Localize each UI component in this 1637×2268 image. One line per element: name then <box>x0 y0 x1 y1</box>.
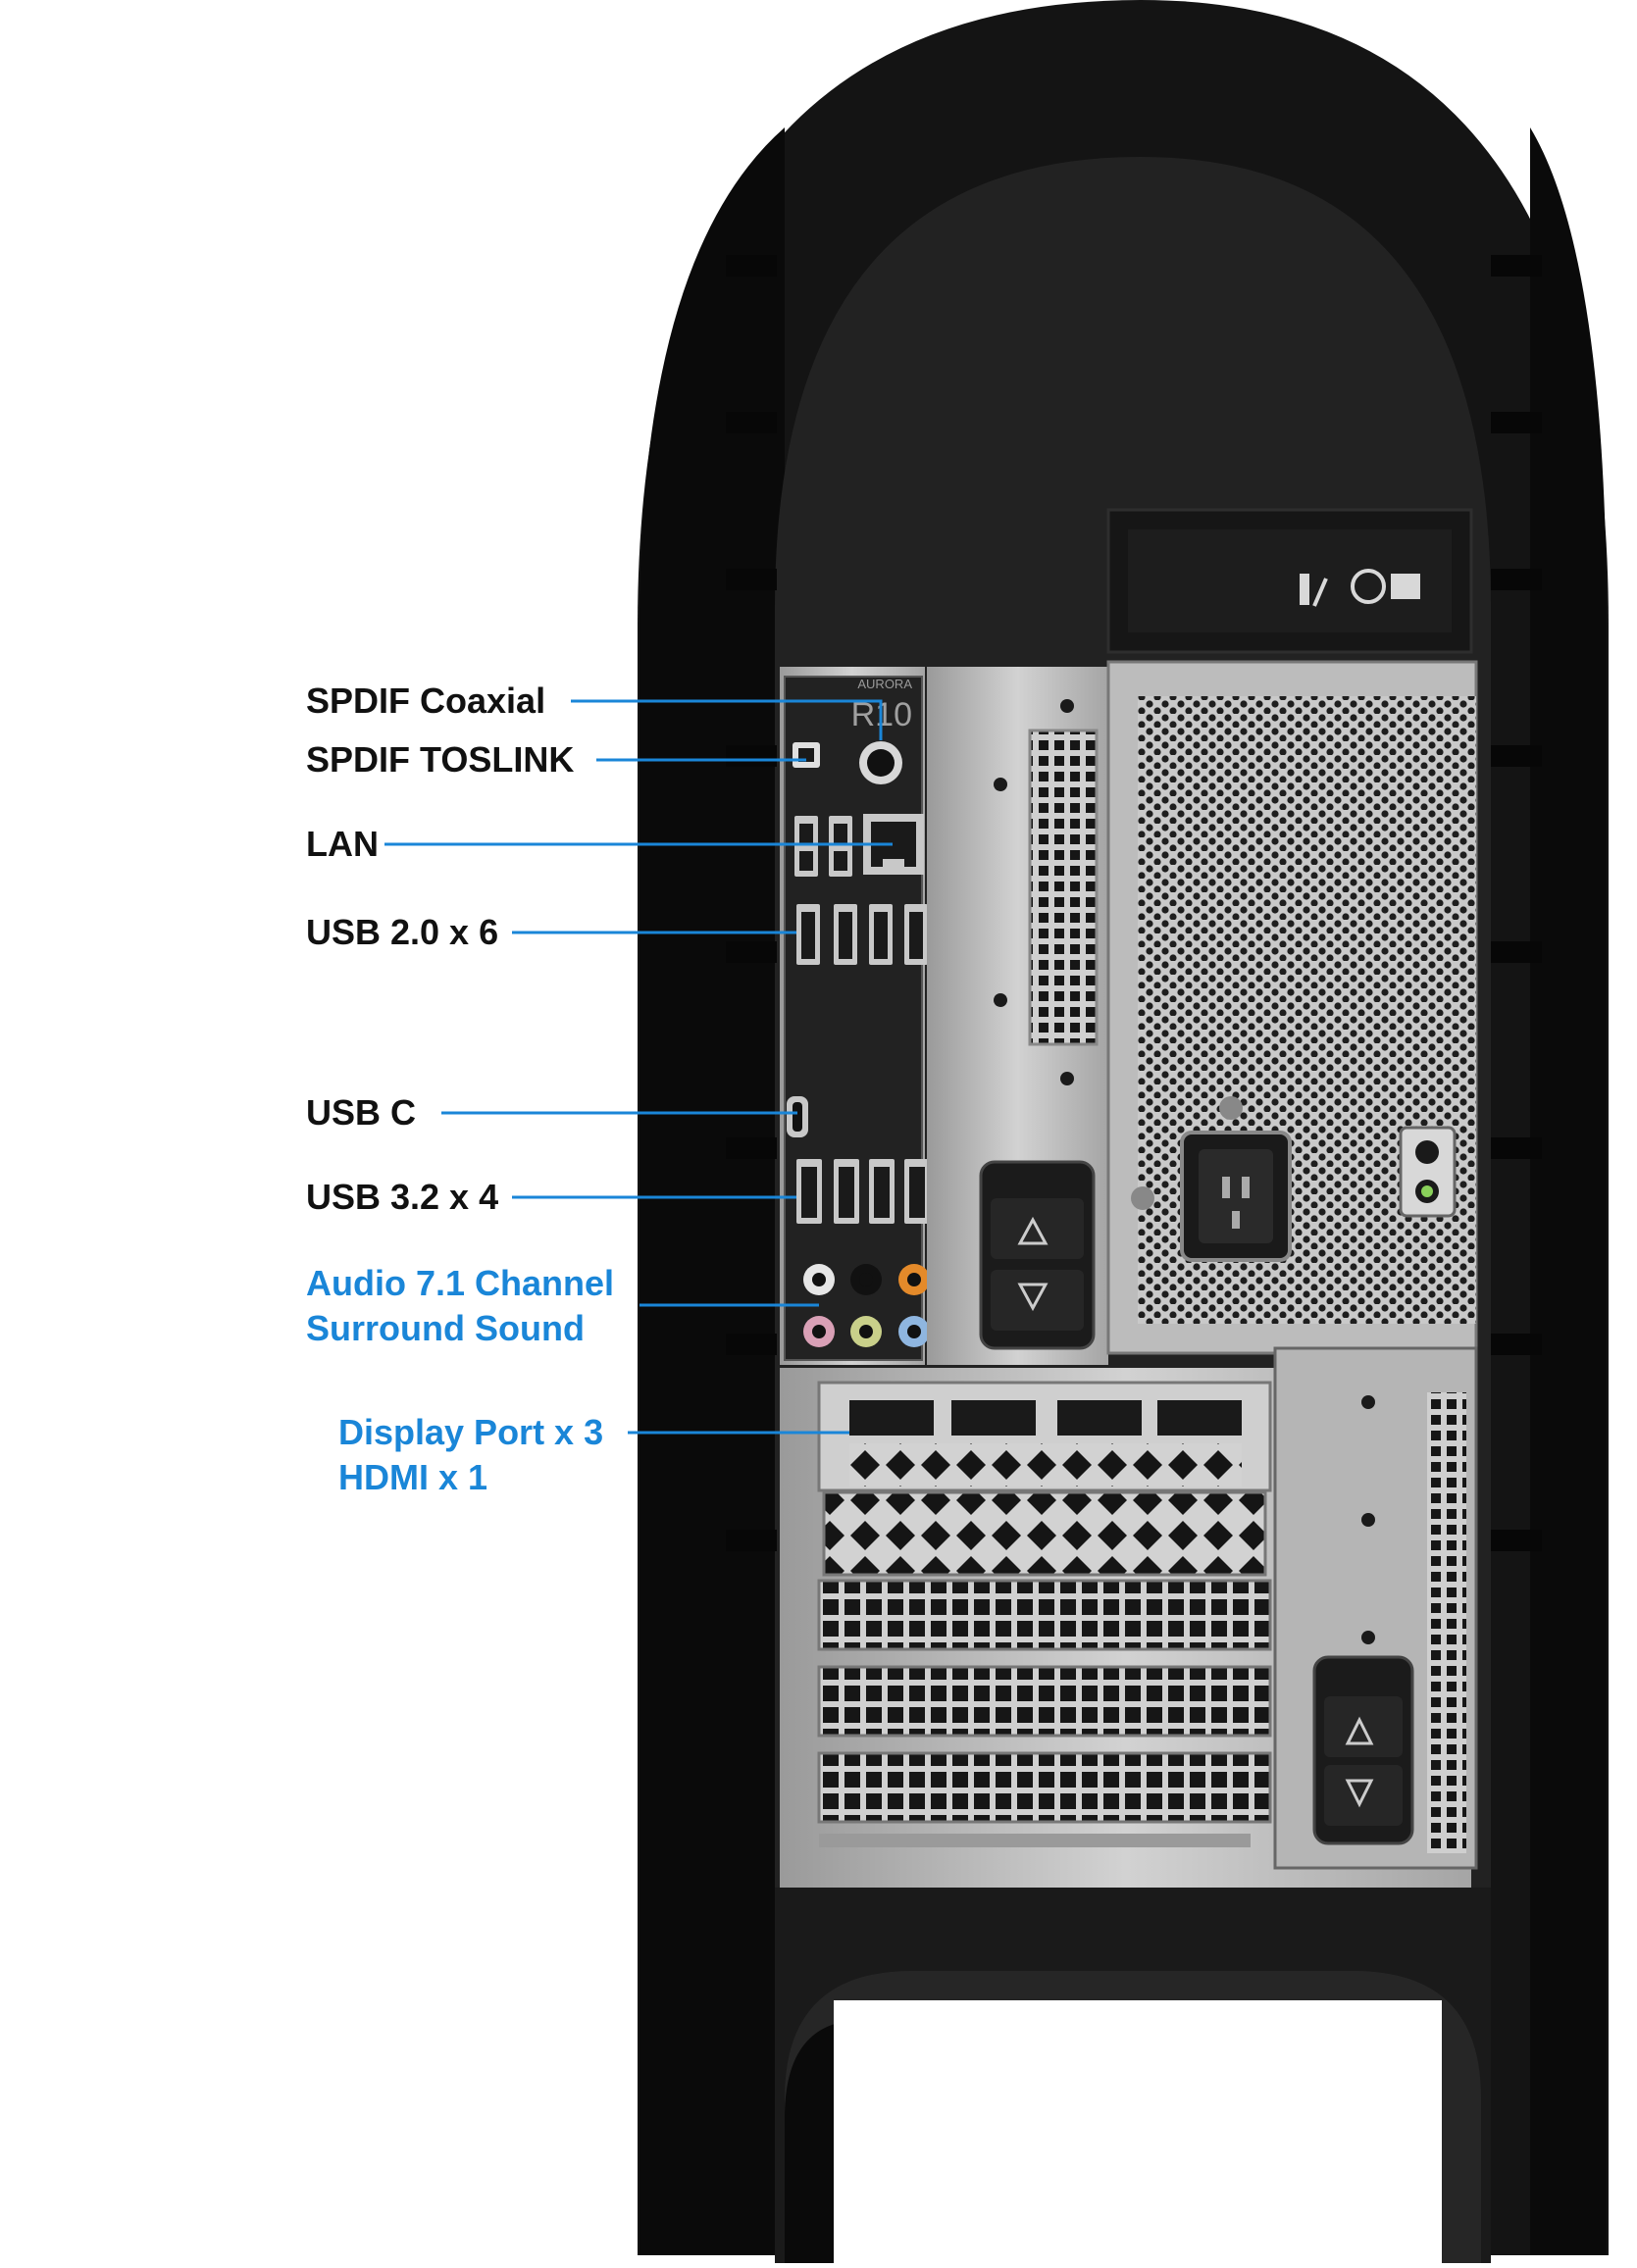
audio-jack-hole <box>907 1273 921 1286</box>
slot-covers-upper <box>927 667 1108 1365</box>
audio-jack-hole <box>859 1273 873 1286</box>
chassis-ribs <box>726 255 1542 1551</box>
callout-label-line-1: Audio 7.1 Channel <box>306 1263 615 1303</box>
callout-spdif-toslink: SPDIF TOSLINK <box>306 737 574 782</box>
model-badge-small: AURORA <box>857 677 912 691</box>
callout-label: LAN <box>306 824 379 864</box>
stand <box>775 1888 1491 2263</box>
io-panel: AURORA R10 <box>780 667 930 1365</box>
callout-label-line-1: Display Port x 3 <box>338 1412 604 1452</box>
callout-label: SPDIF TOSLINK <box>306 739 575 780</box>
callout-usb-3: USB 3.2 x 4 <box>306 1175 498 1220</box>
audio-jack-hole <box>907 1325 921 1338</box>
display-ports <box>849 1400 1242 1436</box>
usb-3-ports <box>796 1159 930 1224</box>
callout-display: Display Port x 3 HDMI x 1 <box>338 1410 603 1500</box>
lock-icon <box>1351 569 1386 604</box>
callout-label-line-2: HDMI x 1 <box>338 1457 488 1497</box>
audio-jack-hole <box>812 1325 826 1338</box>
callout-label: USB C <box>306 1092 417 1133</box>
usb-2-ports-lower <box>796 904 928 965</box>
lock-block <box>1106 508 1473 654</box>
audio-jack-hole <box>812 1273 826 1286</box>
power-supply <box>1106 660 1478 1355</box>
callout-spdif-coaxial: SPDIF Coaxial <box>306 679 545 724</box>
leader-line-spdif-coaxial <box>571 699 883 740</box>
lower-slot-area <box>780 1346 1478 1888</box>
audio-jack-hole <box>859 1325 873 1338</box>
callout-label: SPDIF Coaxial <box>306 680 546 721</box>
chassis-side-left <box>639 127 785 2255</box>
callout-label: USB 3.2 x 4 <box>306 1177 499 1217</box>
callout-usb-c: USB C <box>306 1090 416 1135</box>
chassis-side-right <box>1530 127 1607 2255</box>
callout-label: USB 2.0 x 6 <box>306 912 499 952</box>
leader-lines <box>384 699 893 1435</box>
callout-audio: Audio 7.1 Channel Surround Sound <box>306 1261 614 1351</box>
callout-usb-2: USB 2.0 x 6 <box>306 910 498 955</box>
audio-jacks <box>803 1264 930 1347</box>
usb-2-ports-upper <box>794 816 852 877</box>
callout-label-line-2: Surround Sound <box>306 1308 585 1348</box>
psu-test-button <box>1399 1126 1457 1218</box>
callout-lan: LAN <box>306 822 379 867</box>
